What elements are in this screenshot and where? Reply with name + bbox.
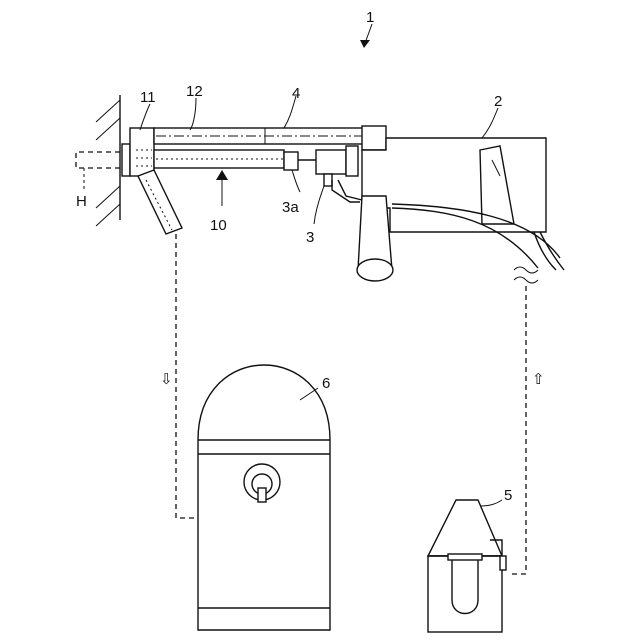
label-dust-hood: 10 <box>210 217 227 234</box>
label-tank: 6 <box>322 375 330 392</box>
dust-tank <box>198 365 330 630</box>
flow-up-arrow: ⇧ <box>532 371 545 388</box>
dust-hood <box>122 128 364 234</box>
wall <box>96 95 120 226</box>
hammer-drill <box>332 126 564 281</box>
label-hole: H <box>76 193 87 210</box>
label-motor-sub: 3a <box>282 199 299 216</box>
cable-break-mark <box>514 267 538 283</box>
label-cup: 11 <box>140 89 156 106</box>
label-pipe: 12 <box>186 83 203 100</box>
drill-hole <box>76 152 120 192</box>
label-motor: 3 <box>306 229 314 246</box>
label-drill: 2 <box>494 93 502 110</box>
label-system: 1 <box>366 9 374 26</box>
label-collector: 5 <box>504 487 512 504</box>
dust-collector <box>428 500 506 632</box>
label-rod: 4 <box>292 85 300 102</box>
flow-down-arrow: ⇩ <box>160 371 173 388</box>
